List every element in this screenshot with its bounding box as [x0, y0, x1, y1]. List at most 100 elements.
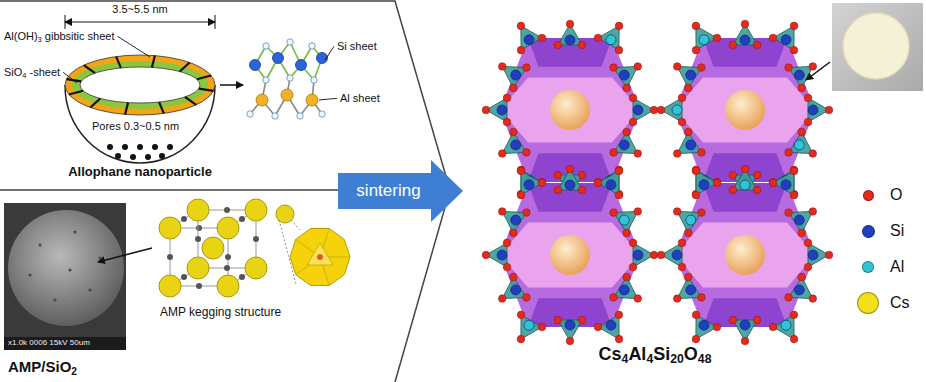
oxygen-atom: [594, 34, 602, 42]
ammonium-dot: [224, 265, 230, 271]
oxygen-atom: [517, 167, 525, 175]
ammonium-dot: [195, 236, 201, 242]
pore-dot: [152, 144, 158, 150]
tetrahedral-atom: [781, 35, 791, 45]
oxygen-atom: [741, 165, 749, 173]
oxygen-atom: [309, 43, 315, 49]
oxygen-atom: [615, 167, 623, 175]
silica-sheet-ring: [72, 61, 208, 109]
ring-tick: [180, 63, 190, 72]
cage-face: [500, 183, 640, 327]
pellet-photo: [832, 3, 923, 91]
ammonium-dot: [181, 216, 187, 222]
sem-sphere: [8, 210, 124, 326]
panel-title: Allophane nanoparticle: [68, 165, 212, 180]
oxygen-atom: [272, 113, 278, 119]
oxygen-atom: [798, 84, 806, 92]
oxygen-atom: [523, 209, 531, 217]
oxygen-atom: [578, 186, 586, 194]
oxygen-atom: [594, 179, 602, 187]
oxygen-atom: [790, 191, 798, 199]
sem-speck: [68, 268, 71, 271]
pellet: [843, 13, 909, 79]
oxygen-atom: [498, 208, 506, 216]
tetrahedral-atom: [565, 35, 575, 45]
keggin-unit: [202, 237, 224, 259]
tetrahedral-atom: [524, 180, 534, 190]
tetrahedral-atom: [699, 320, 709, 330]
oxygen-atom: [482, 251, 490, 259]
oxygen-atom: [692, 191, 700, 199]
panel-border: [0, 1, 450, 190]
oxygen-atom: [538, 178, 546, 186]
ring-tick: [69, 91, 83, 95]
tetrahedral-atom: [686, 285, 696, 295]
tetrahedral-atom: [672, 250, 682, 260]
oxygen-atom: [297, 113, 303, 119]
sem-speck: [73, 230, 76, 233]
tetrahedral-atom: [781, 320, 791, 330]
oxygen-atom: [517, 335, 525, 343]
oxygen-atom: [769, 179, 777, 187]
oxygen-atom: [594, 323, 602, 331]
tetrahedral-atom: [672, 105, 682, 115]
oxygen-atom: [523, 149, 531, 157]
tetrahedral-atom: [699, 180, 709, 190]
keggin-unit: [245, 257, 267, 279]
pore-dot: [122, 144, 128, 150]
zoom-arrow: [220, 84, 243, 86]
tetrahedral-atom: [699, 35, 709, 45]
oxygen-atom: [785, 149, 793, 157]
tetrahedral-atom: [740, 180, 750, 190]
oxygen-atom: [809, 295, 817, 303]
oxygen-atom: [729, 316, 737, 324]
oxygen-atom: [753, 186, 761, 194]
tetrahedral-atom: [686, 140, 696, 150]
oxygen-atom: [503, 118, 511, 126]
oxygen-atom: [517, 311, 525, 319]
tetrahedral-atom: [808, 105, 818, 115]
pointer-arrow: [806, 62, 830, 80]
polyhedron-facet: [307, 243, 333, 265]
tetrahedral-atom: [511, 215, 521, 225]
oxygen-atom: [678, 118, 686, 126]
oxygen-atom: [685, 128, 693, 136]
oxygen-atom: [629, 118, 637, 126]
cs-atom: [725, 235, 765, 275]
oxygen-atom: [673, 63, 681, 71]
cage-face: [675, 38, 815, 182]
oxygen-atom: [623, 84, 631, 92]
ring-tick: [84, 65, 95, 73]
pointer-arrow: [98, 248, 152, 262]
oxygen-atom: [692, 335, 700, 343]
oxygen-atom: [510, 128, 518, 136]
oxygen-atom: [685, 273, 693, 281]
oxygen-atom: [657, 251, 665, 259]
oxygen-atom: [698, 64, 706, 72]
oxygen-atom: [610, 64, 618, 72]
oxygen-atom: [517, 22, 525, 30]
cage-channel: [500, 223, 640, 288]
oxygen-atom: [510, 229, 518, 237]
dimension-tick: [215, 15, 216, 29]
ammonium-dot: [239, 274, 245, 280]
leader-line: [319, 98, 337, 100]
oxygen-atom: [769, 34, 777, 42]
oxygen-atom: [785, 209, 793, 217]
oxygen-atom: [554, 316, 562, 324]
keggin-unit: [245, 199, 267, 221]
tetrahedral-atom: [808, 250, 818, 260]
legend-label: Si: [890, 222, 904, 240]
oxygen-atom: [554, 171, 562, 179]
oxygen-atom: [698, 149, 706, 157]
al-atom: [306, 94, 318, 106]
tetrahedral-atom: [606, 35, 616, 45]
part-label: Al sheet: [340, 92, 380, 105]
ring-tick: [185, 97, 196, 105]
oxygen-atom: [804, 118, 812, 126]
oxygen-atom: [510, 273, 518, 281]
oxygen-atom: [673, 295, 681, 303]
si-atom: [273, 53, 284, 64]
tetrahedral-atom: [633, 105, 643, 115]
oxygen-atom: [650, 106, 658, 114]
